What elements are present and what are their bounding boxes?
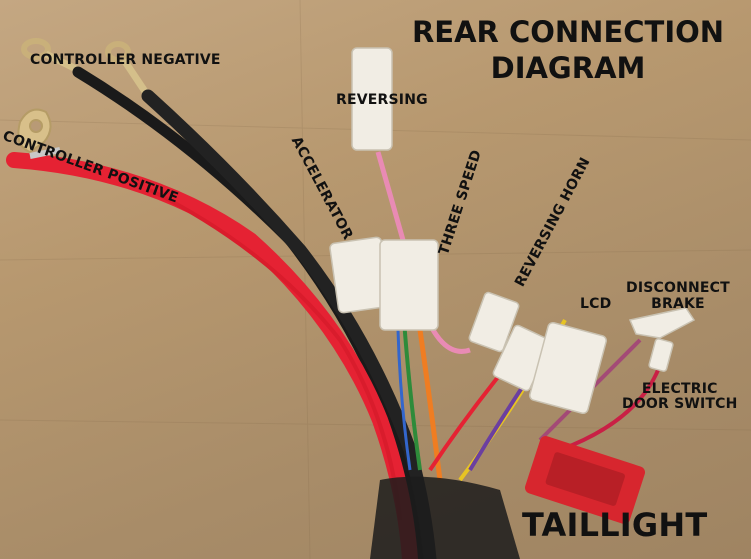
title-line1: REAR CONNECTION <box>411 15 725 49</box>
disconnect-line1: DISCONNECT <box>626 280 730 296</box>
label-electric-door-switch: ELECTRIC DOOR SWITCH <box>622 381 738 413</box>
reversing-connector <box>351 47 393 151</box>
reversing-horn-connector <box>468 291 520 353</box>
taillight-connector <box>524 436 646 524</box>
electric-line2: DOOR SWITCH <box>622 396 738 413</box>
electric-line1: ELECTRIC <box>641 381 718 397</box>
ring-terminal-negative-2 <box>105 41 151 98</box>
disconnect-line2: BRAKE <box>651 296 705 313</box>
ring-terminal-positive <box>17 108 52 154</box>
ring-terminal-negative <box>21 38 80 74</box>
three-speed-connector <box>379 239 439 331</box>
red-wire-thin <box>149 188 402 521</box>
title-line2: DIAGRAM <box>490 51 646 86</box>
label-lcd: LCD <box>580 296 612 312</box>
electric-door-switch-terminal <box>648 338 674 372</box>
label-disconnect-brake: DISCONNECT BRAKE <box>626 280 730 312</box>
disconnect-brake-connector <box>628 307 696 339</box>
diagram-title: REAR CONNECTION DIAGRAM <box>396 14 740 87</box>
label-taillight: TAILLIGHT <box>522 506 708 544</box>
label-reversing: REVERSING <box>336 92 428 108</box>
lcd-connector-b <box>529 321 607 415</box>
label-controller-negative: CONTROLLER NEGATIVE <box>30 52 221 68</box>
